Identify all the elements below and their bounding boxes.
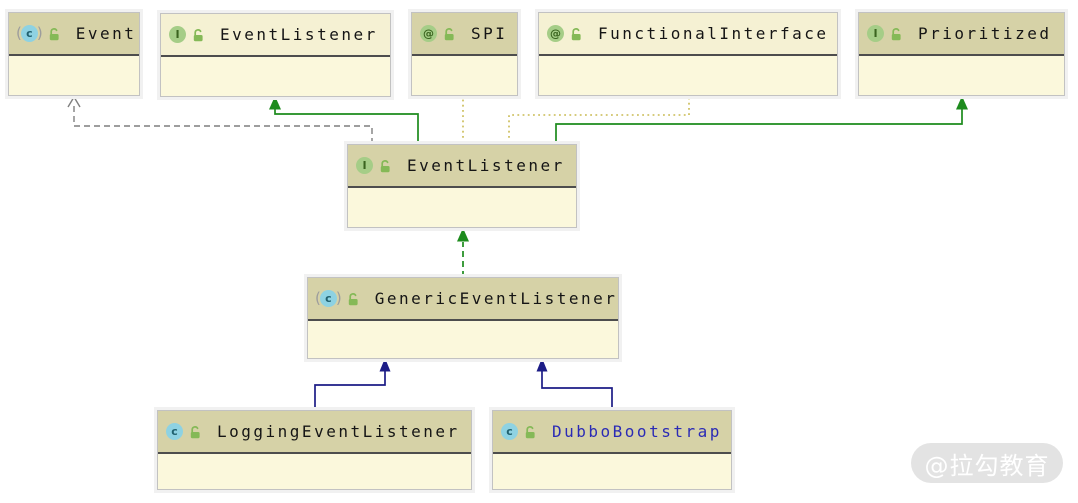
abstract-paren-close: ) (335, 289, 342, 307)
annotation-icon: @ (420, 25, 437, 42)
node-body (539, 56, 837, 95)
abstract-paren-open: ( (16, 24, 22, 42)
arrowhead-generic-left (379, 358, 391, 372)
node-label: SPI (471, 24, 508, 43)
interface-icon: I (169, 26, 186, 43)
unlocked-padlock-icon (524, 425, 538, 439)
node-label: DubboBootstrap (552, 422, 722, 441)
arrowhead-eventlistener (457, 228, 469, 242)
node-header: @ FunctionalInterface (539, 13, 837, 56)
class-node-genericeventlistener[interactable]: ( c ) GenericEventListener (307, 277, 619, 359)
annotation-node-spi[interactable]: @ SPI (411, 12, 518, 96)
class-node-dubbobootstrap[interactable]: c DubboBootstrap (492, 410, 732, 490)
class-node-event[interactable]: ( c ) Event (8, 12, 140, 96)
node-body (412, 56, 517, 95)
node-body (348, 188, 576, 227)
node-header: @ SPI (412, 13, 517, 56)
unlocked-padlock-icon (192, 28, 206, 42)
interface-node-prioritized[interactable]: I Prioritized (858, 12, 1065, 96)
edge-dubbobootstrap-extends-genericeventlistener (541, 371, 613, 410)
node-label: EventListener (220, 25, 378, 44)
open-arrowhead-event (67, 95, 81, 108)
edge-eventlistener-dependency-event (73, 106, 373, 144)
class-icon: c (501, 423, 518, 440)
node-header: I EventListener (348, 145, 576, 188)
arrowhead-prioritized (956, 96, 968, 110)
node-label: EventListener (407, 156, 565, 175)
node-header: ( c ) Event (9, 13, 139, 56)
unlocked-padlock-icon (189, 425, 203, 439)
node-body (158, 454, 471, 489)
node-header: I Prioritized (859, 13, 1064, 56)
edge-eventlistener-extends-prioritized (555, 109, 963, 144)
node-body (9, 56, 139, 95)
arrowhead-library-eventlistener (269, 96, 281, 110)
interface-node-eventlistener[interactable]: I EventListener (347, 144, 577, 228)
node-header: ( c ) GenericEventListener (308, 278, 618, 321)
node-label: GenericEventListener (374, 289, 618, 308)
edge-loggingeventlistener-extends-genericeventlistener (314, 371, 386, 410)
unlocked-padlock-icon (347, 292, 361, 306)
node-label: Event (75, 24, 137, 43)
node-header: I EventListener (161, 14, 390, 57)
unlocked-padlock-icon (48, 27, 62, 41)
annotation-icon: @ (547, 25, 564, 42)
arrowhead-generic-right (536, 358, 548, 372)
unlocked-padlock-icon (379, 159, 393, 173)
unlocked-padlock-icon (890, 27, 904, 41)
node-body (308, 321, 618, 358)
watermark: @拉勾教育 (911, 443, 1063, 483)
class-icon: c (166, 423, 183, 440)
node-header: c DubboBootstrap (493, 411, 731, 454)
node-label: Prioritized (918, 24, 1052, 43)
node-label: FunctionalInterface (598, 24, 829, 43)
edge-eventlistener-annotation-functionalinterface (508, 97, 690, 143)
class-icon: c (319, 290, 337, 307)
abstract-paren-close: ) (36, 24, 43, 42)
unlocked-padlock-icon (570, 27, 584, 41)
node-body (493, 454, 731, 489)
node-body (161, 57, 390, 96)
node-header: c LoggingEventListener (158, 411, 471, 454)
interface-node-eventlistener-library[interactable]: I EventListener (160, 13, 391, 97)
class-node-loggingeventlistener[interactable]: c LoggingEventListener (157, 410, 472, 490)
interface-icon: I (867, 25, 884, 42)
edge-eventlistener-extends-library-eventlistener (274, 109, 419, 144)
interface-icon: I (356, 157, 373, 174)
node-body (859, 56, 1064, 95)
abstract-paren-open: ( (315, 289, 321, 307)
node-label: LoggingEventListener (217, 422, 460, 441)
annotation-node-functionalinterface[interactable]: @ FunctionalInterface (538, 12, 838, 96)
unlocked-padlock-icon (443, 27, 457, 41)
class-icon: c (20, 25, 38, 42)
